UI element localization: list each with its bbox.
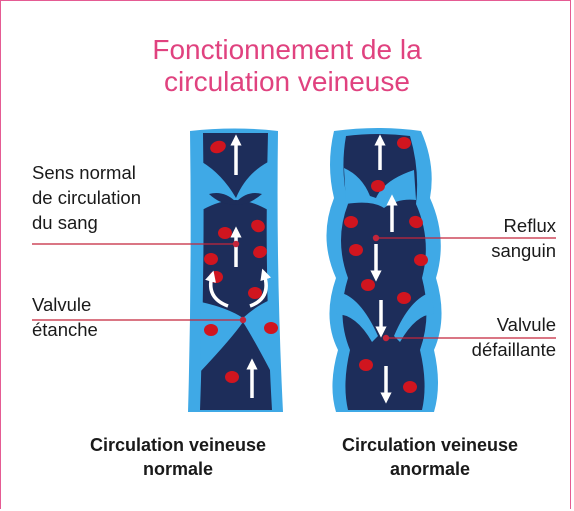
blood-cell [397, 137, 411, 149]
label-valvule-defaillante: Valvule défaillante [472, 312, 556, 362]
label-valvule-etanche: Valvule étanche [32, 292, 98, 342]
leader-dot [240, 317, 246, 323]
caption-line: Circulation veineuse [48, 433, 308, 457]
leader-dot [233, 241, 239, 247]
blood-cell [204, 253, 218, 265]
caption-line: normale [48, 457, 308, 481]
blood-cell [264, 322, 278, 334]
label-line: sanguin [491, 238, 556, 263]
label-reflux-sanguin: Reflux sanguin [491, 213, 556, 263]
blood-cell [218, 227, 232, 239]
label-sens-normal: Sens normal de circulation du sang [32, 160, 141, 235]
blood-cell [344, 216, 358, 228]
label-line: de circulation [32, 185, 141, 210]
blood-cell [248, 287, 262, 299]
label-line: Valvule [32, 292, 98, 317]
abnormal-vein [326, 128, 441, 412]
blood-cell [397, 292, 411, 304]
label-line: défaillante [472, 337, 556, 362]
normal-vein [188, 129, 283, 413]
blood-cell [359, 359, 373, 371]
blood-cell [361, 279, 375, 291]
label-line: Sens normal [32, 160, 141, 185]
label-line: Reflux [491, 213, 556, 238]
blood-cell [403, 381, 417, 393]
blood-cell [204, 324, 218, 336]
leader-dot [383, 335, 389, 341]
caption-anormal: Circulation veineuse anormale [300, 433, 560, 481]
blood-cell [371, 180, 385, 192]
caption-normal: Circulation veineuse normale [48, 433, 308, 481]
blood-cell [414, 254, 428, 266]
caption-line: anormale [300, 457, 560, 481]
blood-cell [225, 371, 239, 383]
label-line: Valvule [472, 312, 556, 337]
blood-cell [349, 244, 363, 256]
caption-line: Circulation veineuse [300, 433, 560, 457]
leader-dot [373, 235, 379, 241]
label-line: du sang [32, 210, 141, 235]
label-line: étanche [32, 317, 98, 342]
